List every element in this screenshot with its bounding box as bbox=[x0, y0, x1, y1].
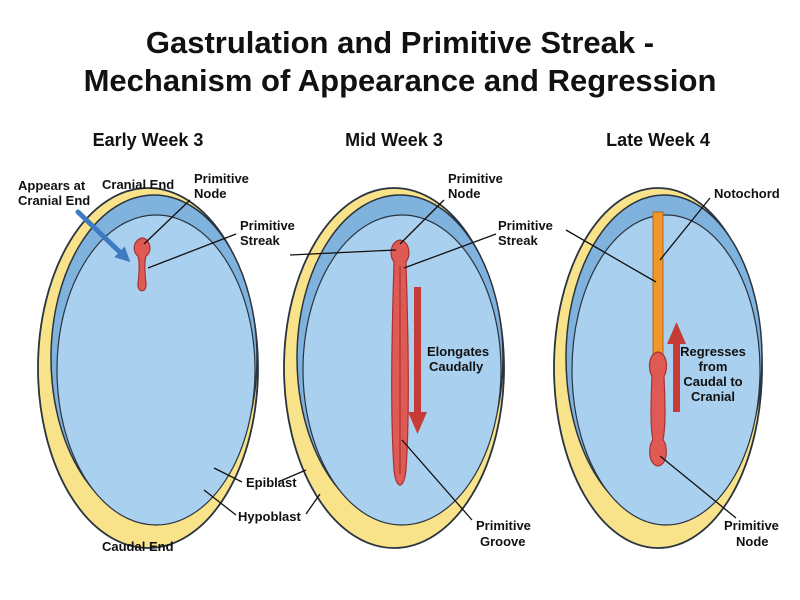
heading-early-week-3: Early Week 3 bbox=[93, 130, 204, 150]
label-streak-early-line2: Streak bbox=[240, 233, 281, 248]
regressing-primitive-streak bbox=[648, 351, 668, 467]
label-regresses-line3: Caudal to bbox=[683, 374, 742, 389]
label-elongates-line2: Caudally bbox=[429, 359, 484, 374]
leader-streak-to-late bbox=[565, 229, 657, 283]
label-caudal-end: Caudal End bbox=[102, 539, 174, 554]
leader-node-early bbox=[143, 199, 191, 245]
label-appears-line1: Appears at bbox=[18, 178, 86, 193]
leader-node-late bbox=[659, 455, 737, 519]
leader-node-mid bbox=[399, 199, 445, 245]
label-regresses-line4: Cranial bbox=[691, 389, 735, 404]
embryonic-disc-early bbox=[56, 214, 256, 526]
regresses-arrowhead bbox=[667, 322, 686, 344]
heading-mid-week-3: Mid Week 3 bbox=[345, 130, 443, 150]
panel-early-week-3: Early Week 3 Appears at Cranial End Cran… bbox=[18, 130, 302, 554]
label-node-mid-line1: Primitive bbox=[448, 171, 503, 186]
label-appears-line2: Cranial End bbox=[18, 193, 90, 208]
label-elongates-line1: Elongates bbox=[427, 344, 489, 359]
leader-groove bbox=[401, 439, 473, 521]
elongates-caudally-arrow-shaft bbox=[414, 287, 421, 412]
leader-early-streak-to-mid bbox=[289, 249, 397, 256]
appears-at-cranial-end-arrow bbox=[75, 209, 131, 263]
label-streak-mid-line2: Streak bbox=[498, 233, 539, 248]
title-line-2: Mechanism of Appearance and Regression bbox=[83, 63, 717, 98]
label-notochord: Notochord bbox=[714, 186, 780, 201]
label-node-early-line1: Primitive bbox=[194, 171, 249, 186]
label-node-late-line1: Primitive bbox=[724, 518, 779, 533]
primitive-streak-early bbox=[133, 237, 151, 292]
leader-streak-mid bbox=[403, 233, 497, 269]
regresses-arrow-shaft bbox=[673, 344, 680, 412]
diagram-title: Gastrulation and Primitive Streak - Mech… bbox=[0, 24, 800, 100]
label-regresses-line1: Regresses bbox=[680, 344, 746, 359]
leader-streak-early bbox=[147, 233, 237, 269]
label-node-late-line2: Node bbox=[736, 534, 769, 549]
leader-epiblast-mid bbox=[277, 469, 307, 483]
panel-late-week-4: Late Week 4 Notochord Regresses from Cau… bbox=[553, 130, 780, 549]
leader-epiblast bbox=[213, 467, 243, 483]
leader-hypoblast-mid bbox=[305, 493, 321, 515]
panel-mid-week-3: Mid Week 3 Primitive Node Primitive Stre… bbox=[277, 130, 553, 549]
label-hypoblast: Hypoblast bbox=[238, 509, 302, 524]
title-line-1: Gastrulation and Primitive Streak - bbox=[145, 25, 655, 60]
label-groove-line2: Groove bbox=[480, 534, 526, 549]
label-node-mid-line2: Node bbox=[448, 186, 481, 201]
label-streak-mid-line1: Primitive bbox=[498, 218, 553, 233]
elongates-caudally-arrowhead bbox=[408, 412, 427, 434]
label-groove-line1: Primitive bbox=[476, 518, 531, 533]
notochord bbox=[652, 211, 664, 359]
label-cranial-end: Cranial End bbox=[102, 177, 174, 192]
label-streak-early-line1: Primitive bbox=[240, 218, 295, 233]
label-regresses-line2: from bbox=[699, 359, 728, 374]
leader-notochord bbox=[659, 197, 711, 261]
label-node-early-line2: Node bbox=[194, 186, 227, 201]
leader-hypoblast bbox=[203, 489, 237, 516]
heading-late-week-4: Late Week 4 bbox=[606, 130, 710, 150]
